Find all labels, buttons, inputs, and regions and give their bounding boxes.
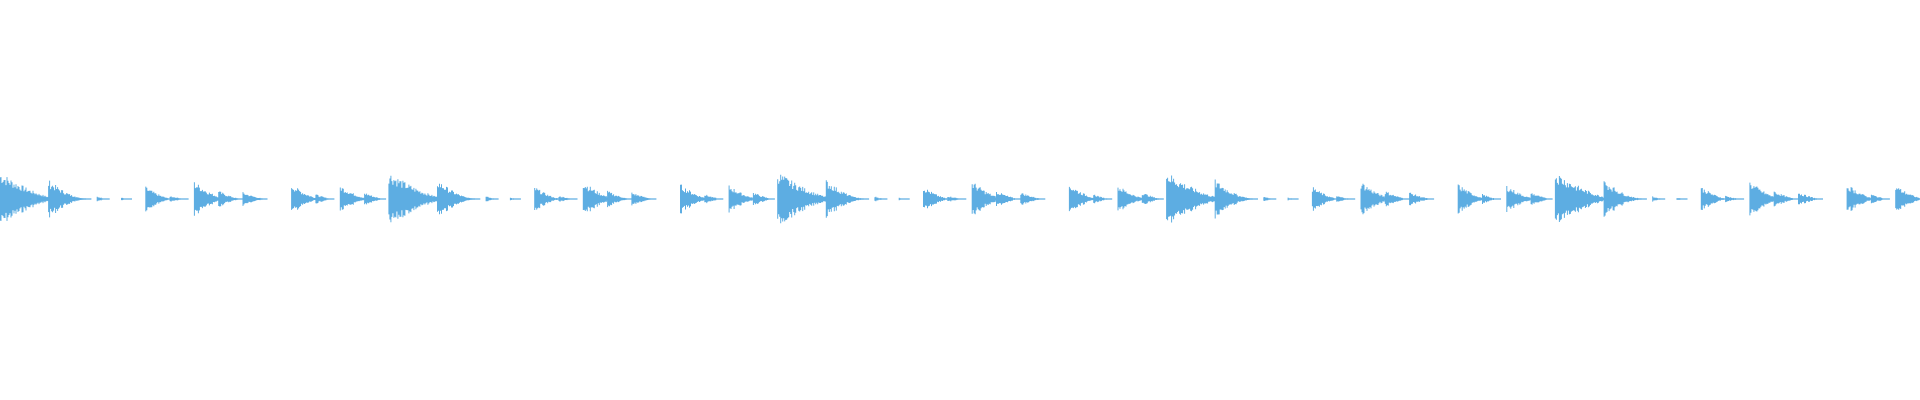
waveform-transient — [23, 192, 49, 206]
waveform-transient — [1311, 187, 1340, 211]
waveform-transient — [1652, 196, 1666, 202]
waveform-transient — [96, 196, 110, 202]
waveform-transient — [1579, 192, 1605, 206]
waveform-transient — [923, 189, 951, 209]
waveform-transient — [631, 192, 657, 206]
waveform-transient — [509, 197, 521, 201]
waveform-transient — [558, 196, 578, 202]
waveform-transient — [704, 194, 724, 204]
waveform-transient — [169, 196, 189, 202]
waveform-transient — [1895, 188, 1920, 210]
waveform-transient — [1530, 193, 1553, 205]
waveform-transient — [1336, 196, 1356, 202]
waveform-transient — [1409, 192, 1435, 206]
waveform-transient — [1627, 196, 1647, 202]
waveform-transient — [242, 192, 268, 206]
waveform-transient — [752, 193, 775, 205]
waveform-transient — [996, 192, 1021, 206]
waveform-transient — [874, 196, 888, 202]
waveform-transient — [1287, 197, 1299, 201]
waveform-transient — [1798, 193, 1823, 205]
waveform-transient — [315, 194, 335, 204]
waveform-transient — [1020, 193, 1046, 205]
waveform-transient — [607, 190, 633, 208]
waveform-transient — [121, 197, 132, 201]
waveform-transient — [1141, 194, 1164, 204]
waveform-transient — [1263, 197, 1277, 201]
waveform-transient — [485, 196, 499, 202]
waveform-transient — [218, 191, 244, 207]
waveform-transient — [145, 186, 174, 212]
waveform-transient — [1700, 188, 1729, 210]
waveform-transient — [1190, 192, 1216, 206]
waveform-transient — [947, 196, 967, 202]
waveform-transient — [461, 196, 481, 202]
waveform-peaks — [0, 174, 1920, 224]
waveform-transient — [850, 196, 870, 202]
waveform-transient — [1870, 194, 1890, 204]
waveform-transient — [1676, 198, 1688, 200]
waveform-transient — [364, 193, 387, 205]
waveform-transient — [1773, 191, 1799, 207]
waveform-transient — [1482, 194, 1501, 204]
waveform-transient — [72, 196, 92, 202]
waveform-transient — [534, 188, 563, 210]
waveform-transient — [801, 191, 827, 207]
waveform-transient — [1239, 196, 1258, 202]
waveform-transient — [412, 192, 438, 206]
waveform-transient — [1384, 191, 1410, 207]
waveform-transient — [898, 197, 910, 201]
waveform-transient — [1093, 194, 1113, 204]
waveform-transient — [1725, 195, 1745, 203]
